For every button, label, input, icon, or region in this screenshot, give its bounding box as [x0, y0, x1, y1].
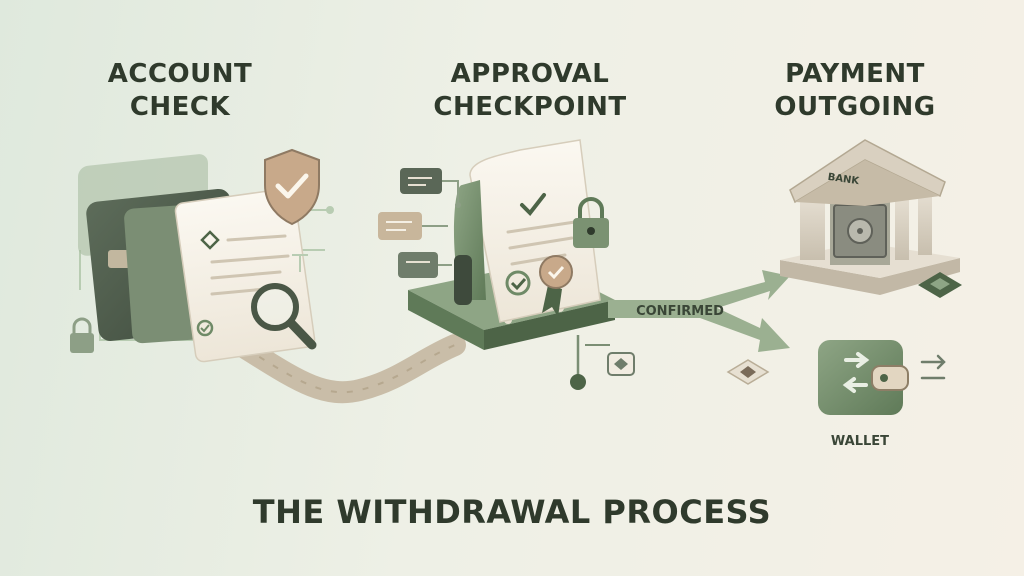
- padlock-icon: [70, 317, 94, 353]
- t-junction-icon: [292, 254, 308, 272]
- flow-path: [221, 329, 466, 404]
- diamond-tile-icon: [918, 272, 962, 298]
- account-check-illustration: [78, 154, 316, 363]
- confirmed-label: CONFIRMED: [636, 304, 724, 319]
- transfer-arrow-icon: [920, 354, 946, 380]
- shield-check-icon: [264, 148, 320, 226]
- magnifier-icon: [251, 283, 317, 350]
- wallet-icon: [818, 340, 909, 415]
- bank-label: BANK: [827, 172, 861, 187]
- arrow-icon: [608, 270, 790, 352]
- padlock-icon: [573, 197, 609, 248]
- badge-ribbon-icon: [539, 255, 573, 317]
- main-title: THE WITHDRAWAL PROCESS: [252, 493, 772, 531]
- wallet-label: WALLET: [831, 434, 889, 449]
- message-bubbles: [378, 168, 461, 278]
- connector-node: [570, 335, 635, 390]
- bank-icon: [780, 139, 960, 295]
- diamond-tile-icon: [726, 359, 770, 385]
